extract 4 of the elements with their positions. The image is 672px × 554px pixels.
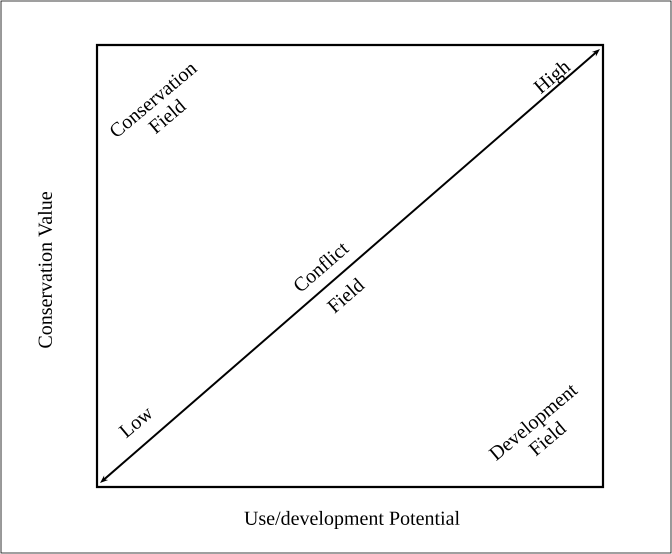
axis-end-label: High — [532, 62, 572, 94]
axis-title: Use/development Potential — [244, 510, 460, 530]
axis-title: Conservation Value — [38, 192, 52, 348]
axis-end-label: Low — [118, 408, 152, 438]
